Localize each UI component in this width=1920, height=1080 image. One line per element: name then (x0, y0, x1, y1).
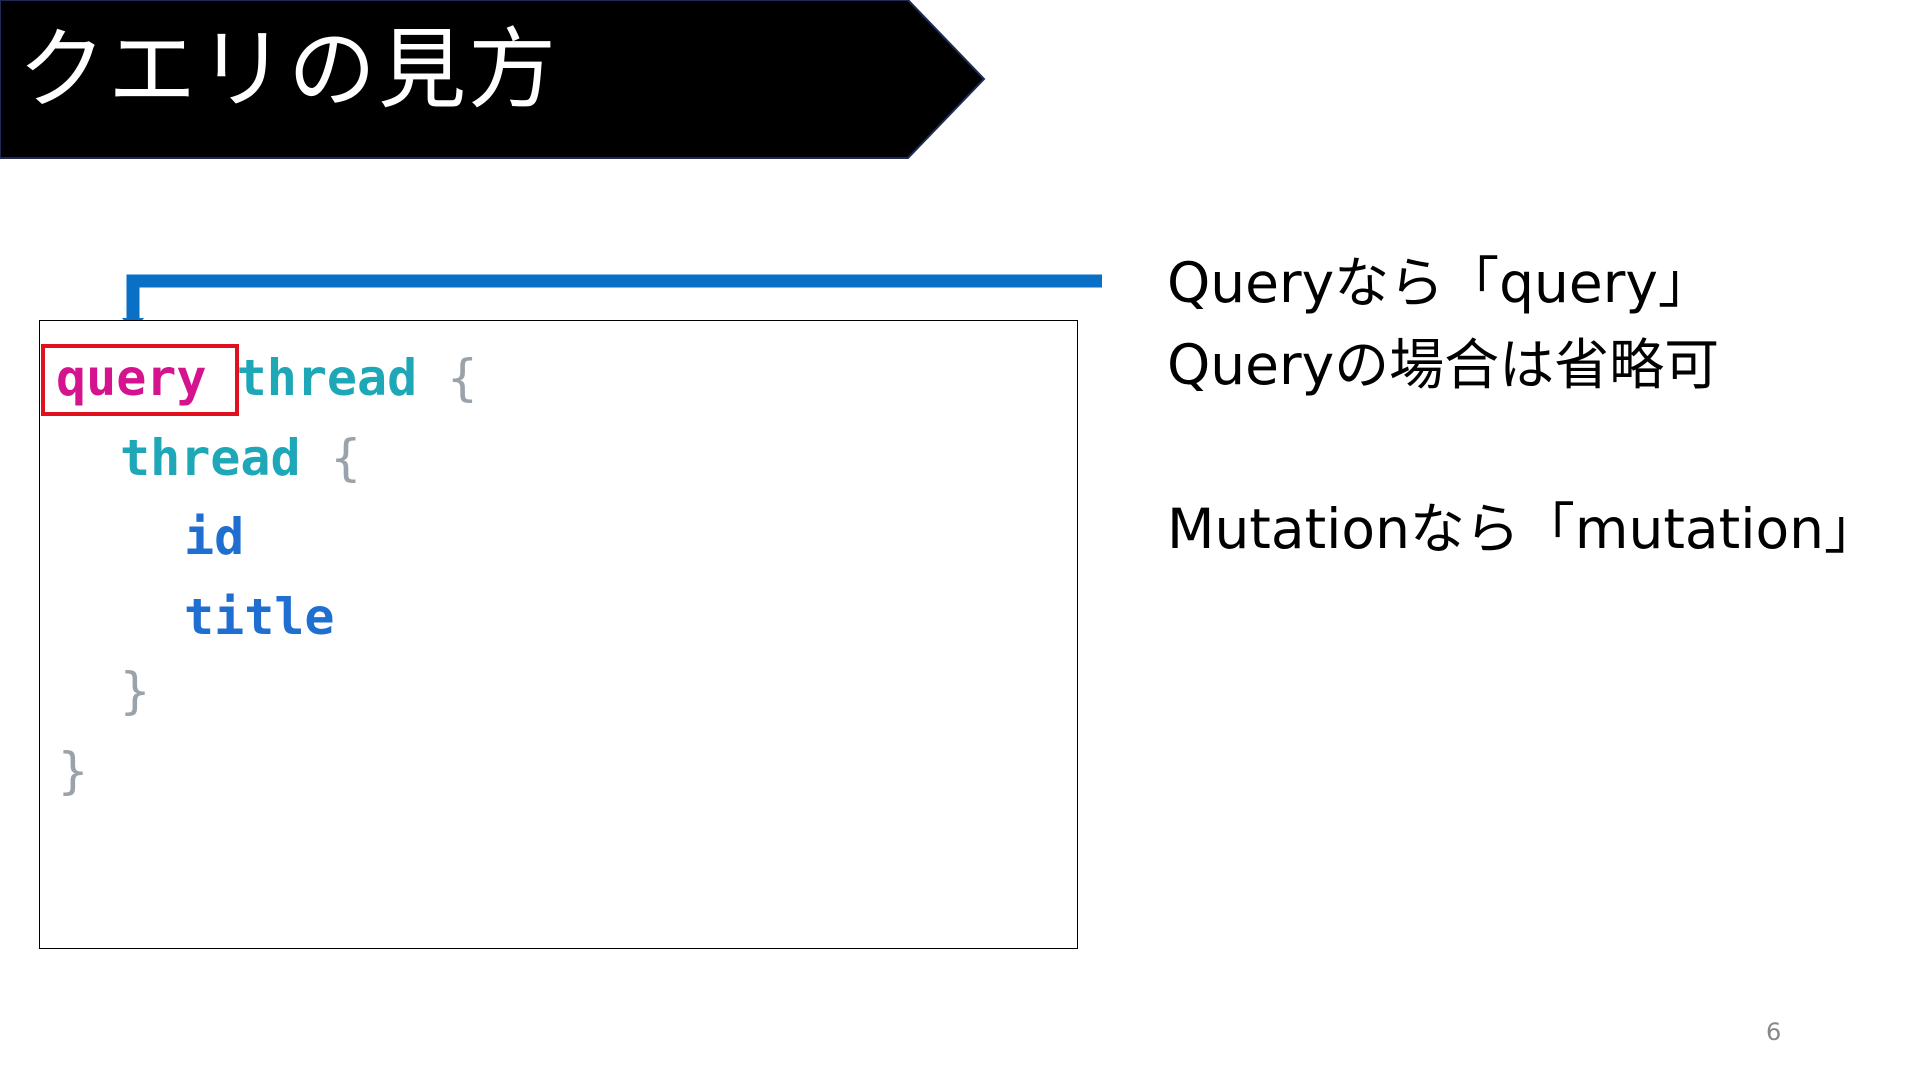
title-banner-shape (0, 0, 986, 159)
code-line-4: title (184, 592, 335, 642)
slide-title: クエリの見方 (18, 18, 559, 121)
page-number: 6 (1766, 1018, 1782, 1046)
close-brace: } (58, 742, 89, 800)
code-line-5: } (120, 666, 150, 716)
root-field-name: thread (120, 429, 301, 487)
field-id: id (184, 508, 245, 566)
open-brace: { (330, 429, 361, 487)
title-banner: クエリの見方 (0, 0, 990, 160)
note-mutation-keyword: Mutationなら「mutation」 (1167, 497, 1879, 561)
note-query-keyword: Queryなら「query」 (1167, 251, 1713, 315)
note-query-optional: Queryの場合は省略可 (1167, 333, 1720, 397)
code-panel (39, 320, 1078, 949)
operation-name: thread (236, 349, 418, 407)
close-brace: } (120, 662, 151, 720)
open-brace: { (447, 349, 478, 407)
code-line-3: id (184, 512, 244, 562)
code-line-2: thread { (120, 433, 361, 483)
code-line-6: } (58, 746, 88, 796)
code-line-1: query thread { (56, 353, 477, 403)
query-highlight-box (41, 344, 239, 416)
field-title: title (184, 588, 335, 646)
query-keyword: query (56, 349, 207, 407)
